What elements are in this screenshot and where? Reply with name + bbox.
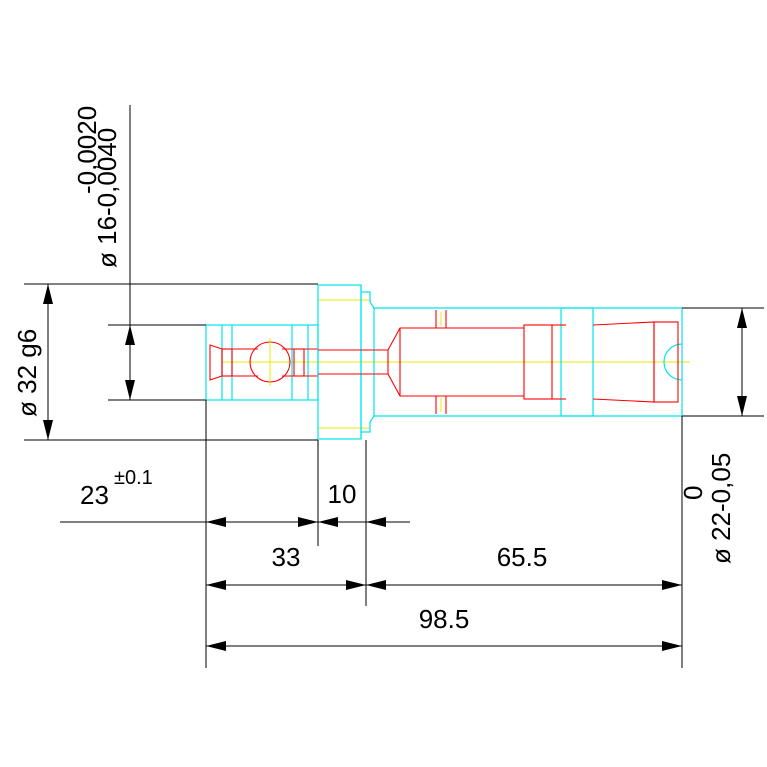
dim-23-tolerance: ±0.1 <box>114 467 153 489</box>
dim-shaft-diameter: ø 16-0,0040 <box>92 128 122 268</box>
dim-right-diameter-upper: 0 <box>678 486 708 500</box>
flange <box>317 284 375 440</box>
dim-flange-diameter: ø 32 g6 <box>12 329 42 417</box>
dim-23: 23 <box>80 480 109 510</box>
dim-right-diameter: ø 22-0,05 <box>706 453 736 564</box>
dim-65-5: 65.5 <box>497 542 548 572</box>
dim-10: 10 <box>328 479 357 509</box>
dim-98-5: 98.5 <box>419 604 470 634</box>
dimension-labels: 98.5 33 65.5 10 23 ±0.1 ø 32 g6 ø 16-0,0… <box>12 106 736 634</box>
dim-shaft-diameter-upper: -0,0020 <box>72 106 102 194</box>
dimension-lines <box>24 105 764 668</box>
main-shaft <box>373 307 683 417</box>
part-geometry <box>205 284 690 440</box>
dim-33: 33 <box>272 542 301 572</box>
main-shaft-inner <box>318 310 679 414</box>
